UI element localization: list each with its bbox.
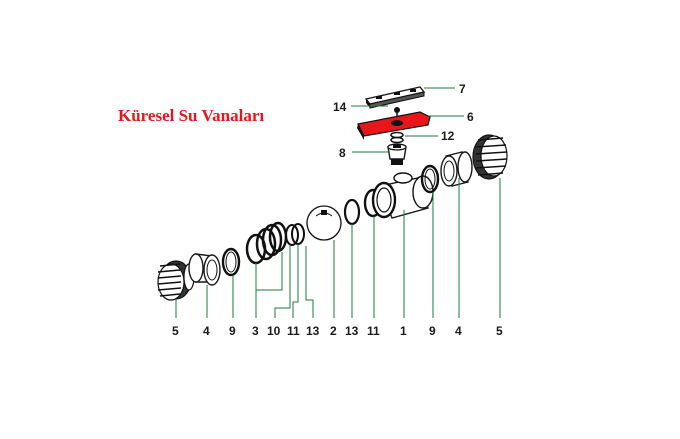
label-top-7: 7 [459, 82, 466, 96]
valve-body [371, 172, 434, 219]
diagram-title: Küresel Su Vanaları [118, 106, 265, 125]
label-top-14: 14 [333, 100, 347, 114]
label-bottom-11-mid: 11 [367, 324, 380, 338]
stem-o-rings [390, 131, 404, 144]
label-bottom-13-left: 13 [306, 324, 320, 338]
label-bottom-5-left: 5 [172, 324, 179, 338]
union-nut-left [157, 260, 195, 301]
label-bottom-5-right: 5 [496, 324, 503, 338]
label-bottom-9-right: 9 [429, 324, 436, 338]
label-bottom-2: 2 [330, 324, 337, 338]
label-bottom-9-left: 9 [229, 324, 236, 338]
label-top-6: 6 [467, 110, 474, 124]
leader-lines [175, 87, 501, 318]
screw [394, 107, 400, 116]
tail-piece-right [440, 151, 473, 187]
label-bottom-3: 3 [252, 324, 259, 338]
ball [306, 205, 342, 241]
label-top-8: 8 [339, 146, 346, 160]
o-ring-left [221, 247, 241, 277]
label-bottom-11-left: 11 [287, 324, 300, 338]
label-bottom-1: 1 [400, 324, 407, 338]
label-bottom-4-left: 4 [203, 324, 210, 338]
top-plate [364, 86, 426, 109]
carrier-rings [245, 221, 288, 265]
stem [387, 143, 407, 165]
handle [357, 111, 431, 140]
label-bottom-4-right: 4 [455, 324, 462, 338]
tail-piece-left [188, 253, 221, 286]
seat-middle [343, 198, 361, 226]
label-top-12: 12 [441, 129, 455, 143]
o-ring-right [420, 164, 440, 194]
label-bottom-10: 10 [267, 324, 281, 338]
union-nut-right [472, 134, 508, 180]
label-bottom-13-mid: 13 [345, 324, 359, 338]
seat-ring [285, 224, 299, 246]
